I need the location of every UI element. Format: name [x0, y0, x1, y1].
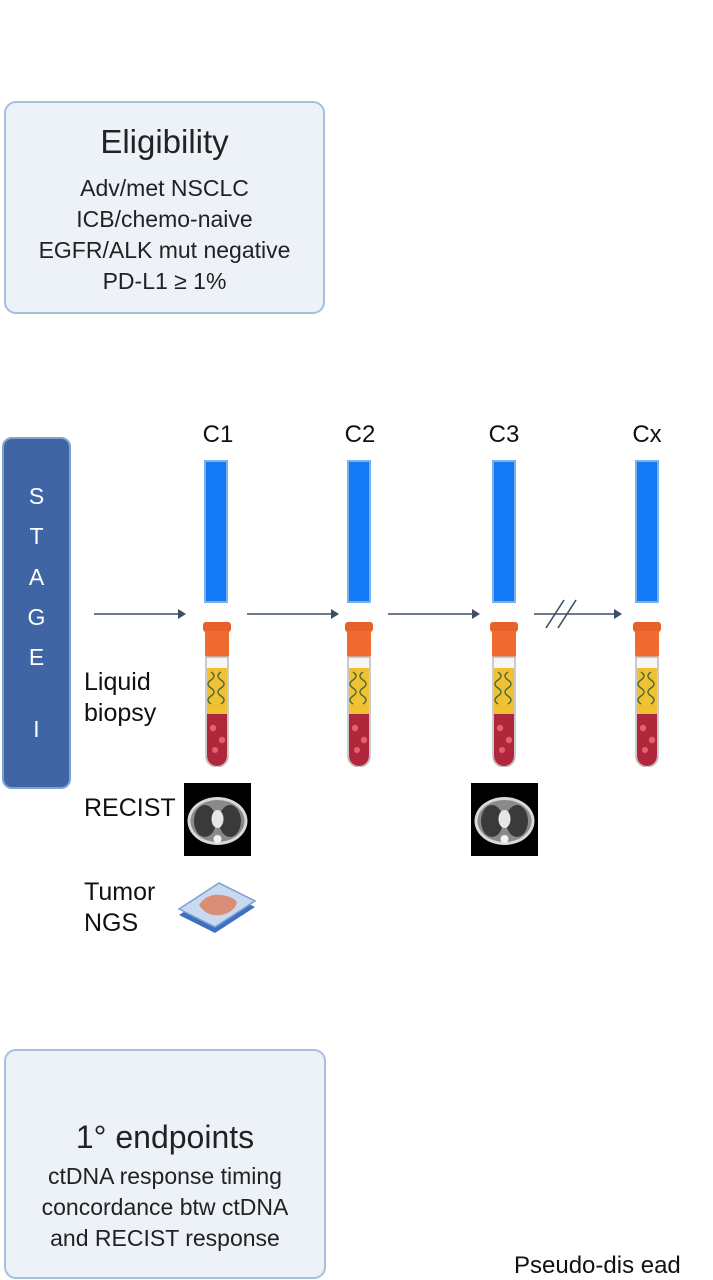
- blood-tube-icon: [490, 622, 518, 767]
- endpoints-line-2: concordance btw ctDNA: [41, 1194, 289, 1220]
- stage-letter-e: E: [28, 644, 45, 670]
- ct-scan-icon: [471, 783, 538, 856]
- tumor-ngs-label: Tumor NGS: [84, 877, 155, 939]
- eligibility-line-2: ICB/chemo-naive: [76, 206, 253, 232]
- eligibility-title: Eligibility: [100, 123, 229, 160]
- ct-scan-icon: [184, 783, 251, 856]
- cycle-bar-c3: [492, 460, 516, 603]
- blood-tube-icon: [345, 622, 373, 767]
- tumor-ngs-label-line-2: NGS: [84, 909, 139, 937]
- liquid-biopsy-label-line-1: Liquid: [84, 668, 151, 696]
- stage-letter-t: T: [29, 523, 44, 549]
- liquid-biopsy-label-line-2: biopsy: [84, 699, 157, 727]
- arrow-icon: [388, 609, 480, 619]
- eligibility-box: Eligibility Adv/met NSCLC ICB/chemo-naiv…: [4, 101, 325, 314]
- arrow-break-icon: [534, 599, 622, 629]
- stage-letter-i: I: [33, 716, 40, 742]
- blood-tube-icon: [633, 622, 661, 767]
- tumor-ngs-label-line-1: Tumor: [84, 878, 156, 906]
- eligibility-line-1: Adv/met NSCLC: [80, 175, 249, 201]
- cycle-label-c1: C1: [202, 421, 234, 448]
- blood-tube-icon: [203, 622, 231, 767]
- eligibility-line-3: EGFR/ALK mut negative: [38, 237, 291, 263]
- recist-label: RECIST: [84, 794, 176, 822]
- cycle-bar-cx: [635, 460, 659, 603]
- partial-caption-text: Pseudo-dis ead: [514, 1252, 681, 1279]
- cycle-label-cx: Cx: [632, 421, 662, 448]
- stage-bar: [2, 437, 71, 789]
- endpoints-line-3: and RECIST response: [50, 1225, 280, 1251]
- arrow-icon: [247, 609, 339, 619]
- stage-letter-s: S: [28, 483, 45, 509]
- cycle-bar-c2: [347, 460, 371, 603]
- eligibility-line-4: PD-L1 ≥ 1%: [102, 268, 227, 294]
- cycle-label-c2: C2: [344, 421, 376, 448]
- endpoints-box: 1° endpoints ctDNA response timing conco…: [4, 1049, 326, 1279]
- stage-letter-a: A: [28, 564, 45, 590]
- cycle-label-c3: C3: [488, 421, 520, 448]
- stage-letter-g: G: [27, 604, 46, 630]
- liquid-biopsy-label: Liquid biopsy: [84, 667, 156, 729]
- arrow-icon: [94, 609, 186, 619]
- cycle-bar-c1: [204, 460, 228, 603]
- tissue-slide-icon: [177, 882, 257, 933]
- endpoints-line-1: ctDNA response timing: [48, 1163, 282, 1189]
- endpoints-title: 1° endpoints: [75, 1119, 255, 1155]
